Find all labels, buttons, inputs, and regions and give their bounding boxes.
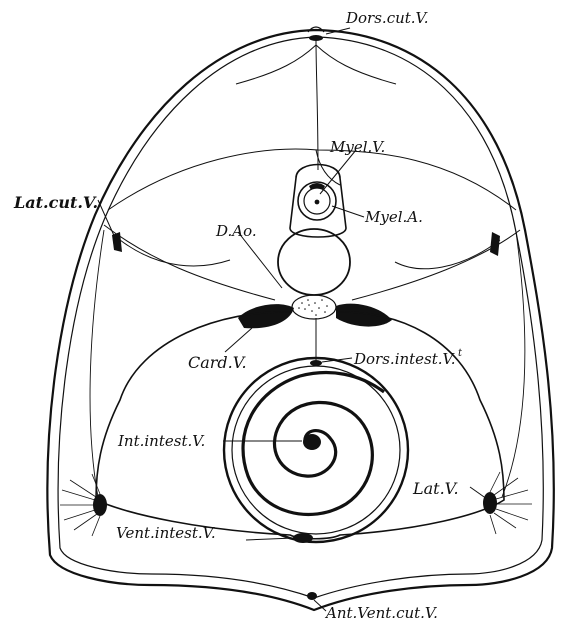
label-myel-a: Myel.A. — [364, 208, 423, 226]
neural-tube — [290, 165, 346, 238]
label-d-ao: D.Ao. — [215, 222, 257, 240]
lateral-vein-left — [60, 474, 107, 536]
label-dors-intest-v: Dors.intest.V. — [353, 350, 456, 368]
notochord — [292, 295, 336, 319]
dors-intest-vein — [310, 360, 322, 366]
label-lat-cut-v: Lat.cut.V. — [13, 193, 98, 212]
septa — [104, 40, 520, 300]
label-dors-cut-v: Dors.cut.V. — [345, 9, 429, 27]
label-lat-v: Lat.V. — [412, 479, 459, 498]
intestine — [224, 358, 408, 542]
label-vent-intest-v: Vent.intest.V. — [116, 524, 216, 542]
label-dors-intest-v-sup: t — [458, 348, 463, 359]
label-myel-v: Myel.V. — [329, 138, 385, 156]
label-ant-vent-cut-v: Ant.Vent.cut.V. — [324, 604, 438, 622]
dorsal-aorta — [278, 229, 350, 295]
label-card-v: Card.V. — [188, 353, 247, 372]
ant-vent-cut-vein — [307, 592, 317, 600]
cardinal-veins — [238, 304, 392, 329]
label-int-intest-v: Int.intest.V. — [117, 432, 205, 450]
outer-body-wall — [47, 30, 553, 610]
vent-intest-vein — [293, 533, 313, 543]
coelom-membrane — [96, 312, 504, 539]
